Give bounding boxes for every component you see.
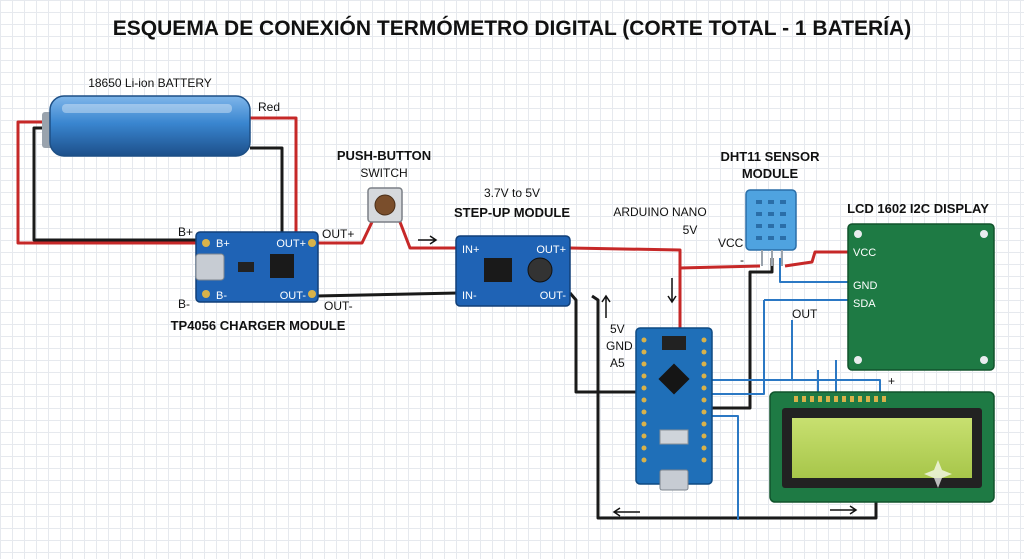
lcd-pin-gnd: GND xyxy=(853,280,878,292)
chip-icon xyxy=(484,258,512,282)
switch-out-minus-label: OUT- xyxy=(324,299,353,313)
dht11-grille-icon xyxy=(756,200,786,240)
arduino-nano: ARDUINO NANO 5V 5V GND A5 xyxy=(606,205,713,491)
reset-button-icon xyxy=(659,429,689,445)
tp4056-label: TP4056 CHARGER MODULE xyxy=(171,318,346,333)
dht11-sensor: DHT11 SENSOR MODULE VCC - OUT xyxy=(718,149,820,321)
stepup-label-line1: 3.7V to 5V xyxy=(484,186,540,200)
arrow-down-icon xyxy=(667,278,677,304)
wire-switch-to-in-plus xyxy=(398,221,458,250)
tp4056-pin-out-minus: OUT- xyxy=(280,290,307,302)
arrow-left-icon xyxy=(612,507,640,517)
wire-lcd-gnd xyxy=(779,258,848,283)
stepup-pin-in-minus: IN- xyxy=(462,290,477,302)
stepup-board xyxy=(455,235,571,307)
wire-battery-b-plus xyxy=(16,120,200,245)
battery: 18650 Li-ion BATTERY Red xyxy=(42,76,280,157)
battery-cell xyxy=(49,95,251,157)
stepup-pin-in-plus: IN+ xyxy=(462,244,479,256)
arrow-right-icon xyxy=(830,505,858,515)
arduino-pins-left xyxy=(641,337,647,463)
sparkle-icon xyxy=(924,460,952,488)
stepup-label-line2: STEP-UP MODULE xyxy=(454,205,570,220)
pad-icon xyxy=(308,239,316,247)
arduino-pin-5v-label: 5V xyxy=(610,322,625,336)
wire-dht-gnd xyxy=(712,258,774,410)
diagram-title: ESQUEMA DE CONEXIÓN TERMÓMETRO DIGITAL (… xyxy=(113,16,911,40)
wire-gnd-bus-bottom xyxy=(591,294,878,520)
component-icon xyxy=(238,262,254,272)
arrow-up-icon xyxy=(601,294,611,318)
switch-label-line2: SWITCH xyxy=(360,166,407,180)
lcd-pin-sda: SDA xyxy=(853,298,876,310)
pad-icon xyxy=(202,290,210,298)
wire-out-minus-to-in-minus xyxy=(315,291,459,298)
step-up-module: 3.7V to 5V STEP-UP MODULE IN+ IN- OUT+ O… xyxy=(454,186,571,307)
tp4056-side-b-plus: B+ xyxy=(178,225,193,239)
battery-highlight xyxy=(62,104,232,113)
battery-label: 18650 Li-ion BATTERY xyxy=(88,76,212,90)
wire-sda-to-arduino xyxy=(712,300,765,395)
lcd-pin-vcc: VCC xyxy=(853,247,876,259)
button-icon xyxy=(374,194,396,216)
tp4056-pin-b-minus: B- xyxy=(216,290,227,302)
wire-5v-to-lcd xyxy=(784,250,848,268)
lcd-i2c-backpack: LCD 1602 I2C DISPLAY VCC GND SDA xyxy=(847,201,995,371)
chip-icon xyxy=(270,254,294,278)
wire-5v-to-arduino xyxy=(569,246,682,330)
battery-red-label: Red xyxy=(258,100,280,114)
dht11-label-line1: DHT11 SENSOR xyxy=(721,149,821,164)
lcd-screen xyxy=(792,418,972,478)
dht11-out-label: OUT xyxy=(792,307,818,321)
flow-arrows xyxy=(418,235,858,517)
wire-a5 xyxy=(712,415,739,520)
mount-hole-icon xyxy=(980,230,988,238)
dht11-label-line2: MODULE xyxy=(742,166,799,181)
pad-icon xyxy=(308,290,316,298)
lcd-1602-display: + xyxy=(769,374,995,503)
dht11-legs xyxy=(761,250,783,266)
switch-out-plus-label: OUT+ xyxy=(322,227,354,241)
dht11-minus-label: - xyxy=(740,253,744,267)
switch-label-line1: PUSH-BUTTON xyxy=(337,148,431,163)
arduino-label-line2: 5V xyxy=(683,223,698,237)
stepup-pin-out-plus: OUT+ xyxy=(536,244,566,256)
wire-5v-to-dht xyxy=(679,264,761,270)
tp4056-pin-out-plus: OUT+ xyxy=(276,238,306,250)
icsp-header-icon xyxy=(662,336,686,350)
mount-hole-icon xyxy=(980,356,988,364)
wire-battery-negative xyxy=(32,126,200,242)
wires xyxy=(16,116,881,520)
push-button-switch: PUSH-BUTTON SWITCH OUT+ OUT- xyxy=(322,148,431,313)
arduino-pins-right xyxy=(701,337,707,463)
arduino-board xyxy=(635,327,713,485)
arduino-label-line1: ARDUINO NANO xyxy=(613,205,706,219)
lcd-plus-label: + xyxy=(888,374,895,388)
i2c-board xyxy=(847,223,995,371)
mount-hole-icon xyxy=(854,356,862,364)
arduino-pin-gnd-label: GND xyxy=(606,339,633,353)
usb-port-icon xyxy=(195,253,225,281)
lcd-i2c-label: LCD 1602 I2C DISPLAY xyxy=(847,201,989,216)
tp4056-module: B+ B- OUT+ OUT- B+ B- TP4056 CHARGER MOD… xyxy=(171,225,346,333)
tp4056-side-b-minus: B- xyxy=(178,297,190,311)
stepup-pin-out-minus: OUT- xyxy=(540,290,567,302)
tp4056-pin-b-plus: B+ xyxy=(216,238,230,250)
lcd-header-pins xyxy=(794,396,886,402)
arrow-right-icon xyxy=(418,235,438,245)
dht11-body xyxy=(745,189,797,251)
wire-battery-to-b-minus xyxy=(250,146,284,238)
dht11-vcc-label: VCC xyxy=(718,236,744,250)
usb-port-icon xyxy=(659,469,689,491)
inductor-icon xyxy=(527,257,553,283)
pad-icon xyxy=(202,239,210,247)
microcontroller-chip-icon xyxy=(658,363,690,395)
wire-battery-positive xyxy=(250,116,298,238)
wire-gnd-to-arduino xyxy=(568,292,636,394)
arduino-pin-a5-label: A5 xyxy=(610,356,625,370)
wire-out-plus-to-switch xyxy=(316,221,374,245)
wire-lcd-plus xyxy=(712,379,881,392)
mount-hole-icon xyxy=(854,230,862,238)
